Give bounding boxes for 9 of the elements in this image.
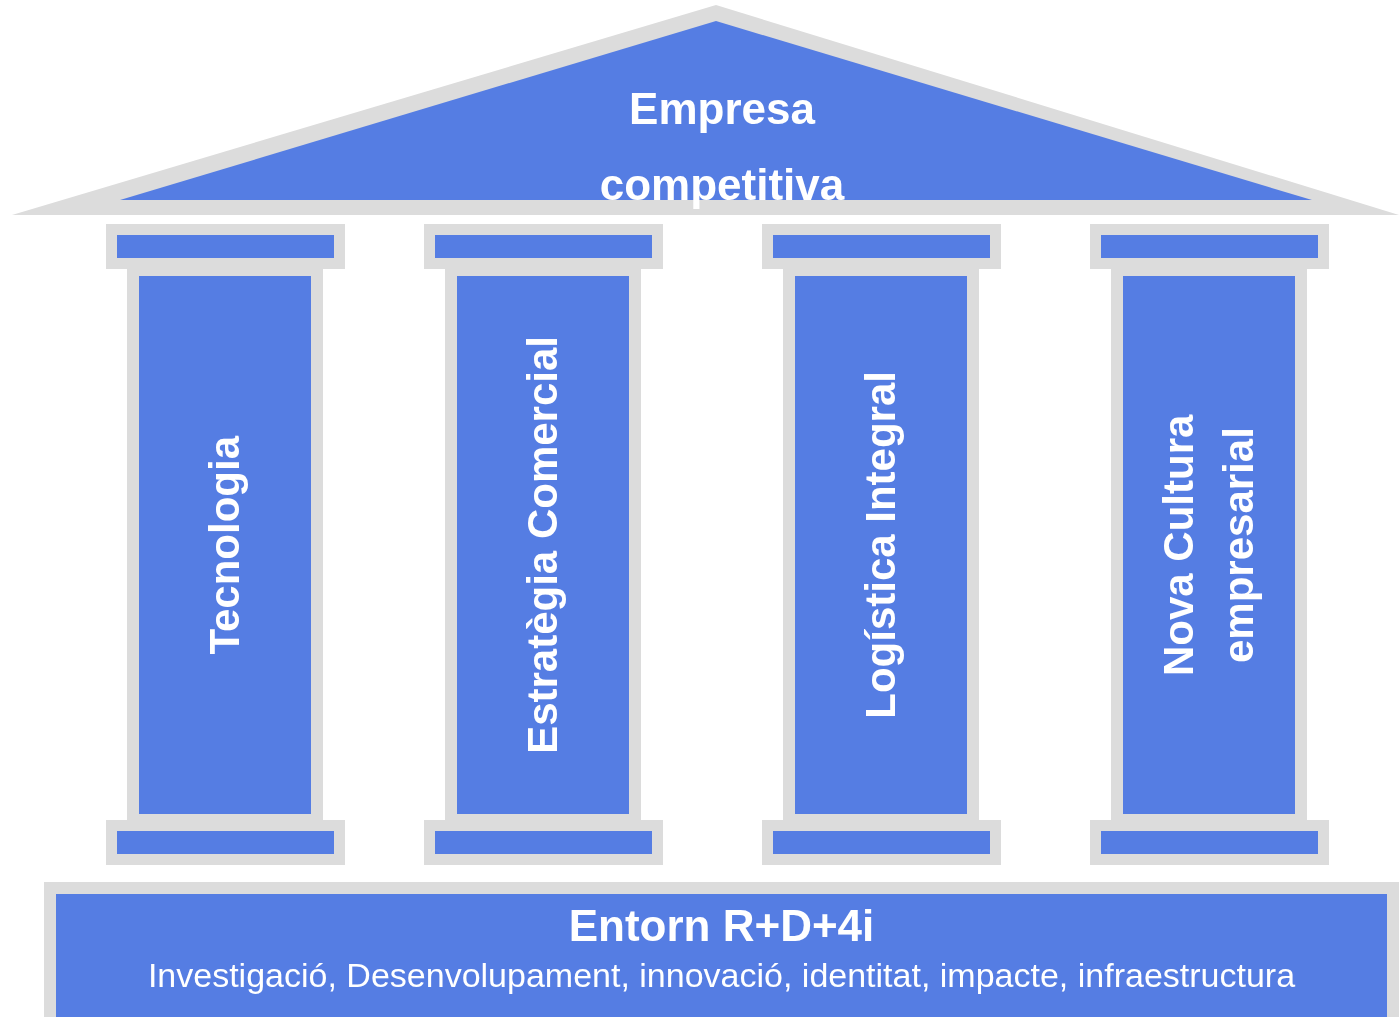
column-label: Nova Cultura empresarial xyxy=(1154,413,1263,678)
foundation-band xyxy=(44,882,1399,1017)
column-label: Tecnologia xyxy=(200,435,249,655)
roof-label: Empresa competitiva xyxy=(598,83,846,211)
column-label: Logística Integral xyxy=(856,371,905,719)
foundation-title: Entorn R+D+4i xyxy=(568,900,875,952)
foundation-subtitle: Investigació, Desenvolupament, innovació, identitat, impacte, infraestructura xyxy=(147,955,1296,996)
column-label: Estratègia Comercial xyxy=(518,336,567,754)
roof-triangle xyxy=(12,5,1399,217)
